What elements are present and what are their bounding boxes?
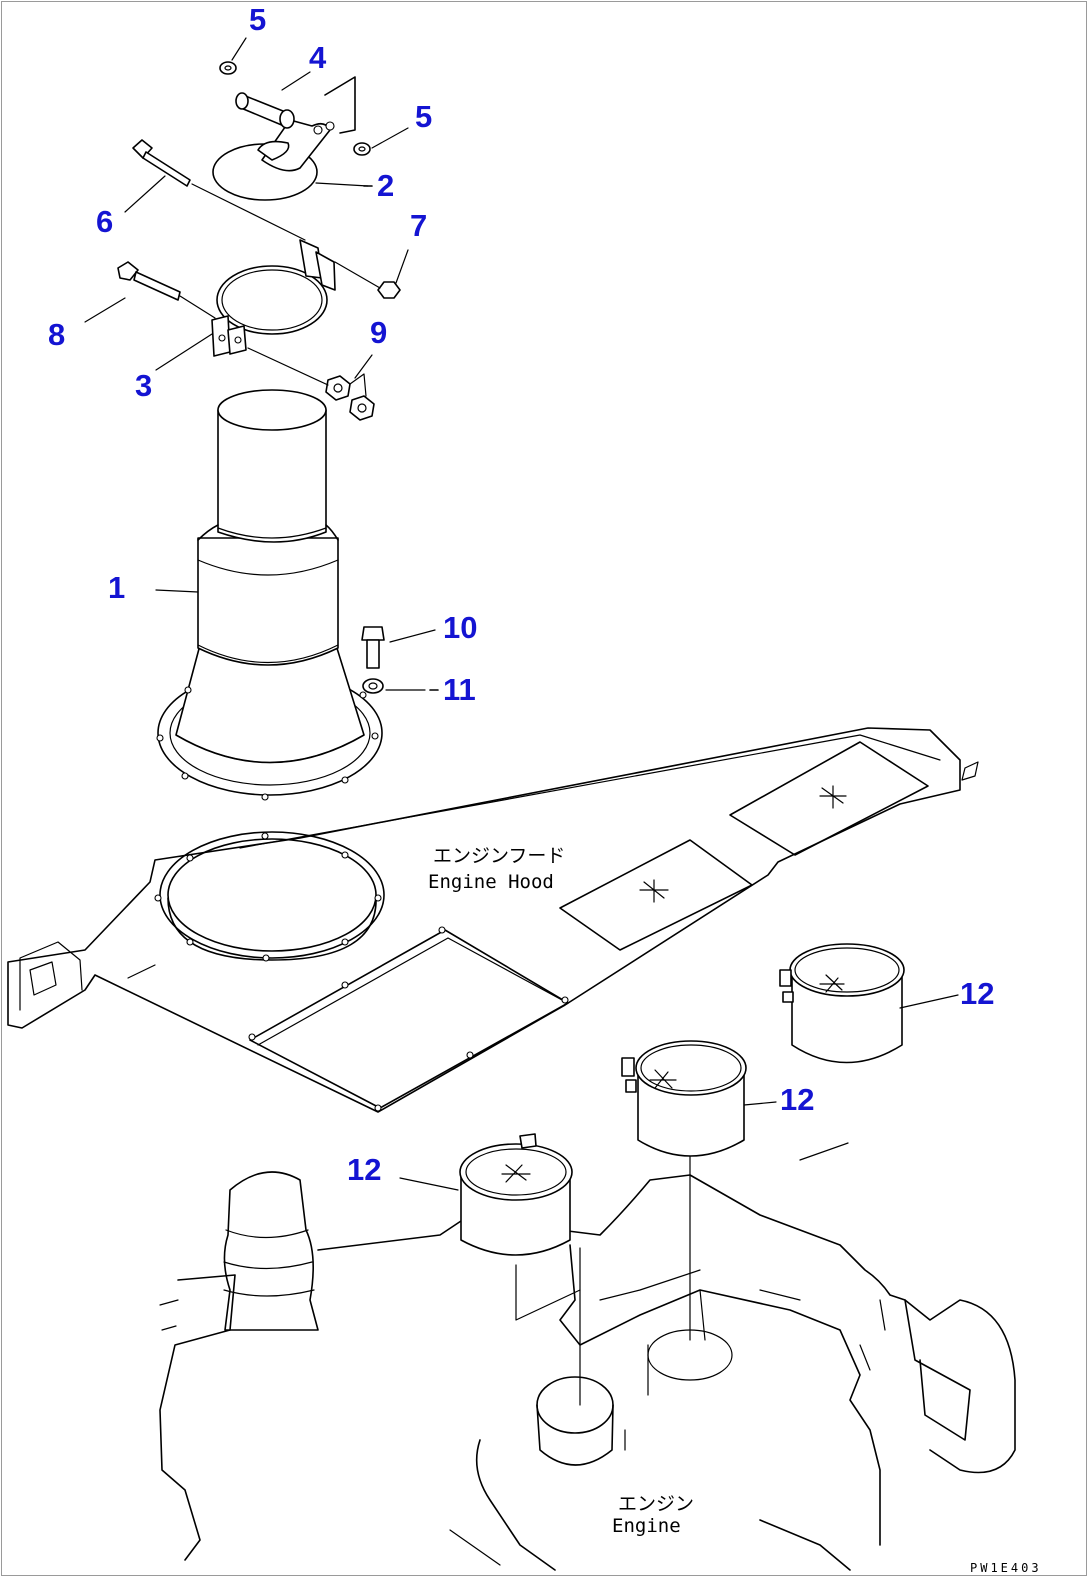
- leader-lines: [84, 37, 959, 1191]
- cap-12-left: [459, 1133, 573, 1256]
- hood-label-en: Engine Hood: [428, 871, 554, 893]
- callout-10: 10: [443, 610, 477, 645]
- bolt-long: [132, 139, 306, 241]
- callout-4: 4: [309, 40, 327, 75]
- cap-12-middle: [621, 1040, 747, 1157]
- washer-5-top: [219, 61, 237, 75]
- engine-label-en: Engine: [612, 1515, 681, 1537]
- callout-1: 1: [108, 570, 125, 605]
- clamp: [211, 239, 336, 357]
- pin: [235, 92, 295, 129]
- rain-cap: [212, 76, 356, 201]
- callout-2: 2: [377, 168, 394, 203]
- callout-5-top: 5: [249, 2, 266, 37]
- engine-hood: [7, 727, 979, 1113]
- engine: [159, 1154, 1016, 1571]
- bolt-10: [361, 626, 385, 669]
- cap-12-right: [779, 943, 905, 1064]
- callouts: 5 4 5 2 6 7 8 9 3 1 10 11 12 12 12: [48, 2, 994, 1187]
- callout-9: 9: [370, 315, 387, 350]
- callout-12-left: 12: [347, 1152, 381, 1187]
- exhaust-pipe: [157, 389, 383, 796]
- nuts-9: [247, 347, 375, 421]
- washer-11: [362, 678, 384, 694]
- bolt-8: [117, 261, 216, 319]
- callout-3: 3: [135, 368, 152, 403]
- washer-5-right: [353, 142, 371, 156]
- drawing-code: PW1E403: [970, 1561, 1042, 1575]
- callout-11: 11: [443, 672, 476, 707]
- callout-5-right: 5: [415, 99, 432, 134]
- hood-label-jp: エンジンフード: [433, 845, 565, 867]
- callout-7: 7: [410, 208, 427, 243]
- flange-bolt-holes: [154, 686, 569, 1112]
- engine-label-jp: エンジン: [618, 1493, 694, 1515]
- bolt-7: [377, 281, 401, 299]
- callout-12-middle: 12: [780, 1082, 814, 1117]
- callout-6: 6: [96, 204, 113, 239]
- callout-8: 8: [48, 317, 65, 352]
- callout-12-right: 12: [960, 976, 994, 1011]
